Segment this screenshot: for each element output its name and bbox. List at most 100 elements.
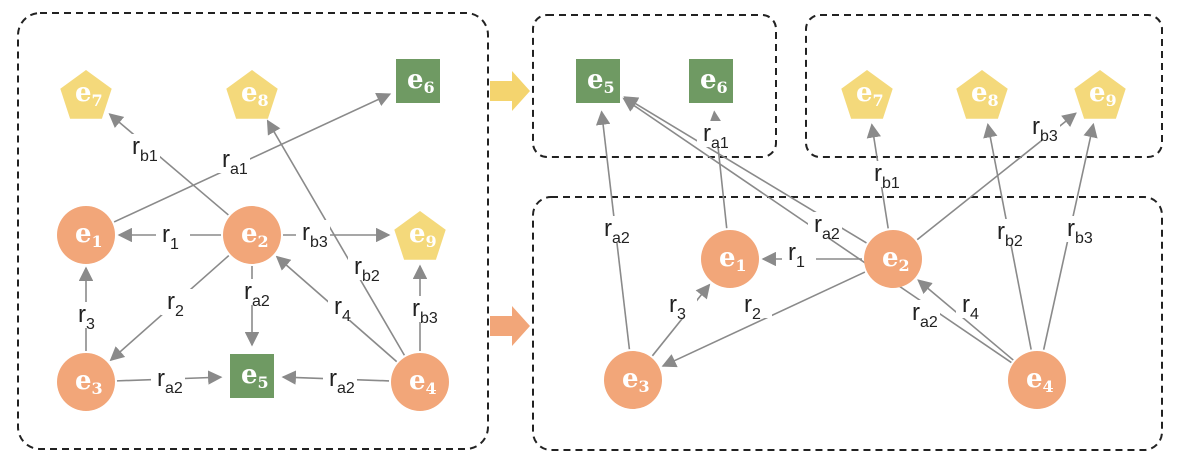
node-label: e1 bbox=[719, 243, 747, 275]
edge-label-R_r_a2_e2: ra2 bbox=[808, 211, 842, 243]
edge-label-text: rb2 bbox=[354, 253, 380, 285]
edge-R_r_4 bbox=[917, 279, 1014, 361]
node-e3-circle: e3 bbox=[604, 351, 662, 409]
edge-label-bg bbox=[782, 240, 816, 266]
edge-label-bg bbox=[663, 292, 697, 318]
node-label: e1 bbox=[75, 219, 103, 251]
edge-label-text: rb3 bbox=[1032, 113, 1058, 145]
node-shape bbox=[841, 70, 893, 119]
edge-label-bg bbox=[151, 366, 185, 392]
edge-label-bg bbox=[406, 296, 440, 322]
node-shape bbox=[60, 70, 112, 119]
edge-label-text: ra2 bbox=[814, 211, 840, 243]
edge-label-L_r_2: r2 bbox=[161, 288, 195, 320]
edge-label-L_r_1: r1 bbox=[156, 221, 190, 253]
edge-label-text: ra2 bbox=[912, 299, 938, 331]
edge-label-bg bbox=[328, 294, 362, 320]
node-e2-circle: e2 bbox=[223, 206, 281, 264]
edge-label-L_r_a2_right: ra2 bbox=[323, 365, 357, 397]
edge-label-text: ra2 bbox=[604, 215, 630, 247]
node-label: e3 bbox=[75, 366, 103, 398]
edge-label-R_r_a2_e4: ra2 bbox=[906, 299, 940, 331]
node-e8-pentagon: e8 bbox=[226, 70, 278, 119]
edge-label-text: rb3 bbox=[1067, 215, 1093, 247]
node-label: e3 bbox=[622, 364, 650, 396]
edge-label-bg bbox=[1061, 216, 1095, 242]
edge-R_r_3 bbox=[651, 283, 711, 357]
right-top-green-panel bbox=[532, 14, 777, 158]
node-e3-circle: e3 bbox=[57, 353, 115, 411]
edge-label-text: ra2 bbox=[157, 365, 183, 397]
edge-label-text: ra2 bbox=[244, 278, 270, 310]
edge-label-L_r_4: r4 bbox=[328, 293, 362, 325]
block-arrow-yellow bbox=[490, 71, 530, 111]
edge-label-R_r_b2: rb2 bbox=[991, 218, 1025, 250]
node-e1-circle: e1 bbox=[701, 230, 759, 288]
node-shape bbox=[689, 59, 733, 103]
node-e5-square: e5 bbox=[576, 59, 620, 103]
edge-label-text: ra2 bbox=[329, 365, 355, 397]
edge-label-text: r2 bbox=[744, 291, 761, 323]
node-shape bbox=[57, 353, 115, 411]
node-label: e6 bbox=[700, 65, 728, 97]
node-e5-square: e5 bbox=[230, 354, 274, 398]
edge-label-bg bbox=[906, 300, 940, 326]
edge-label-bg bbox=[956, 292, 990, 318]
edge-label-R_r_4: r4 bbox=[956, 291, 990, 323]
edge-label-text: r3 bbox=[669, 291, 686, 323]
edge-label-L_r_b2: rb2 bbox=[348, 253, 382, 285]
edge-label-text: ra1 bbox=[222, 146, 248, 178]
edge-label-bg bbox=[348, 254, 382, 280]
edge-label-bg bbox=[238, 279, 272, 305]
node-e9-pentagon: e9 bbox=[394, 211, 446, 260]
edge-label-L_r_a2_left: ra2 bbox=[151, 365, 185, 397]
edge-label-bg bbox=[1026, 114, 1060, 140]
edge-label-text: rb2 bbox=[997, 218, 1023, 250]
edge-label-bg bbox=[161, 289, 195, 315]
node-shape bbox=[226, 70, 278, 119]
edge-label-R_r_2: r2 bbox=[738, 291, 772, 323]
edge-label-bg bbox=[156, 222, 190, 248]
edge-label-text: r1 bbox=[162, 221, 179, 253]
node-label: e9 bbox=[1089, 78, 1117, 110]
node-label: e4 bbox=[1026, 364, 1054, 396]
node-shape bbox=[394, 211, 446, 260]
edge-label-L_r_b1: rb1 bbox=[126, 133, 160, 165]
node-label: e6 bbox=[407, 65, 435, 97]
edge-label-text: rb3 bbox=[302, 219, 328, 251]
edge-label-bg bbox=[991, 219, 1025, 245]
edge-label-R_r_b1: rb1 bbox=[868, 160, 902, 192]
edge-label-text: rb1 bbox=[132, 133, 158, 165]
node-e9-pentagon: e9 bbox=[1074, 70, 1126, 119]
node-shape bbox=[1074, 70, 1126, 119]
node-shape bbox=[1008, 351, 1066, 409]
node-e6-square: e6 bbox=[396, 59, 440, 103]
edge-L_r_a1 bbox=[113, 92, 392, 223]
node-e4-circle: e4 bbox=[391, 353, 449, 411]
node-e6-square: e6 bbox=[689, 59, 733, 103]
edge-label-text: r4 bbox=[334, 293, 351, 325]
edge-label-bg bbox=[126, 134, 160, 160]
right-top-yellow-panel bbox=[805, 14, 1163, 158]
edge-R_r_2 bbox=[661, 271, 866, 368]
edge-L_r_b1 bbox=[108, 113, 229, 216]
edge-label-text: rb1 bbox=[874, 160, 900, 192]
edge-label-bg bbox=[323, 366, 357, 392]
node-e7-pentagon: e7 bbox=[60, 70, 112, 119]
node-shape bbox=[223, 206, 281, 264]
node-shape bbox=[57, 206, 115, 264]
node-label: e7 bbox=[856, 78, 884, 110]
edge-label-bg bbox=[738, 292, 772, 318]
edge-label-bg bbox=[868, 161, 902, 187]
node-label: e8 bbox=[241, 78, 269, 110]
edge-label-L_r_3: r3 bbox=[72, 301, 106, 333]
edge-label-L_r_b3_top: rb3 bbox=[296, 219, 330, 251]
edge-label-bg bbox=[72, 302, 106, 328]
node-shape bbox=[956, 70, 1008, 119]
block-arrow-orange bbox=[490, 306, 530, 346]
node-label: e5 bbox=[241, 360, 269, 392]
node-e7-pentagon: e7 bbox=[841, 70, 893, 119]
node-shape bbox=[576, 59, 620, 103]
edge-label-text: r3 bbox=[78, 301, 95, 333]
